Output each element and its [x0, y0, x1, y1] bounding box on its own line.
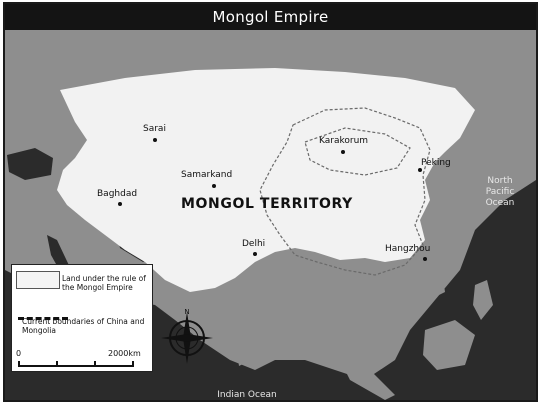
- map-frame: Mongol Empire Sarai Karakorum Peking Sam…: [3, 2, 538, 402]
- legend-territory-swatch: [16, 271, 60, 289]
- current-boundary: [259, 107, 431, 276]
- scale-start-label: 0: [16, 349, 22, 358]
- city-label-delhi: Delhi: [242, 239, 266, 249]
- territory-label: MONGOL TERRITORY: [181, 196, 353, 212]
- ocean-label-pacific: North Pacific Ocean: [485, 176, 515, 208]
- scale-end-label: 2000km: [108, 349, 141, 358]
- mongol-territory: [57, 68, 475, 292]
- scale-bar: [18, 361, 134, 367]
- city-label-peking: Peking: [421, 158, 451, 168]
- taiwan: [435, 278, 445, 296]
- compass-rose-icon: N: [161, 308, 213, 364]
- city-dot-sarai: [153, 138, 157, 142]
- japan: [475, 125, 505, 190]
- city-dot-delhi: [253, 252, 257, 256]
- borneo: [423, 320, 475, 370]
- black-sea: [7, 148, 53, 180]
- city-dot-peking: [418, 168, 422, 172]
- compass-north-label: N: [184, 308, 189, 316]
- mongolia-boundary: [304, 127, 411, 176]
- city-label-samarkand: Samarkand: [181, 170, 233, 180]
- map-legend: Land under the rule of the Mongol Empire…: [11, 264, 153, 372]
- city-label-karakorum: Karakorum: [319, 136, 369, 146]
- philippines: [473, 280, 493, 320]
- city-dot-baghdad: [118, 202, 122, 206]
- sri-lanka: [237, 350, 247, 366]
- legend-boundary-swatch: [18, 317, 68, 320]
- legend-boundary-label: Current boundaries of China and Mongolia: [22, 317, 145, 335]
- city-label-baghdad: Baghdad: [97, 189, 138, 199]
- city-dot-karakorum: [341, 150, 345, 154]
- city-label-sarai: Sarai: [143, 124, 166, 134]
- city-dot-hangzhou: [423, 257, 427, 261]
- sumatra: [335, 350, 395, 400]
- ocean-label-indian: Indian Ocean: [217, 390, 277, 400]
- legend-territory-label: Land under the rule of the Mongol Empire: [62, 274, 146, 292]
- city-label-hangzhou: Hangzhou: [385, 244, 431, 254]
- map-title: Mongol Empire: [5, 4, 536, 30]
- city-dot-samarkand: [212, 184, 216, 188]
